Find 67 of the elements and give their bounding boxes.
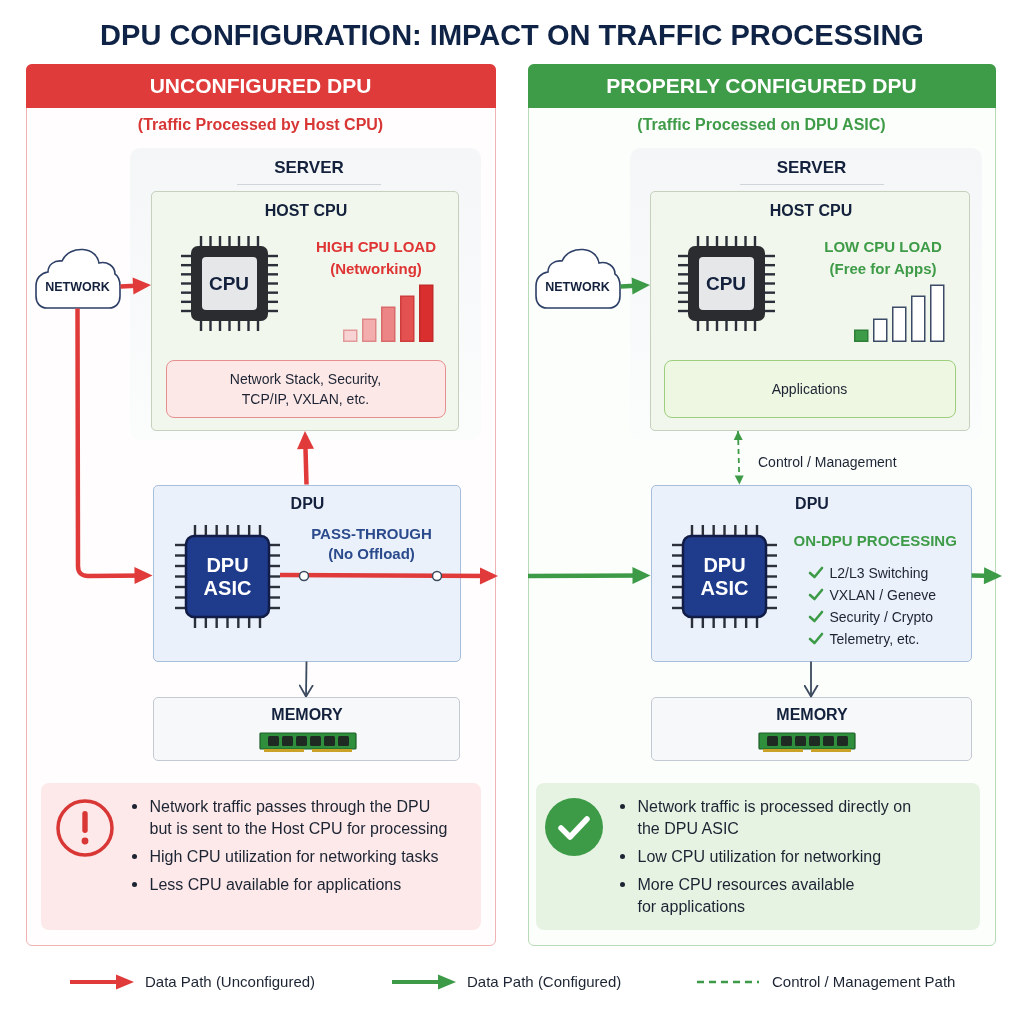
box-heading: MEMORY (776, 704, 848, 725)
box-heading: DPU (290, 493, 325, 514)
mode-label: PASS-THROUGH (No Offload) (310, 523, 433, 564)
memory-box (650, 696, 972, 761)
cloud-shape (534, 247, 621, 309)
asic-chip (672, 525, 777, 628)
cloud-label: NETWORK (545, 278, 610, 296)
chip-label: DPU ASIC (699, 553, 750, 600)
feature-item: L2/L3 Switching (829, 563, 929, 583)
feature-item: Security / Crypto (829, 607, 933, 627)
legend-label: Data Path (Configured) (467, 972, 622, 992)
arrow (803, 660, 819, 698)
chip-label: DPU ASIC (202, 553, 253, 600)
panel-card (528, 64, 996, 946)
box-heading: HOST CPU (264, 201, 348, 221)
arrow (120, 277, 151, 295)
cloud-label: NETWORK (45, 278, 110, 296)
summary-item: More CPU resources available for applications (637, 874, 856, 917)
section-label: SERVER (274, 157, 344, 178)
arrow (280, 567, 498, 585)
feature-item: VXLAN / Geneve (829, 585, 937, 605)
memory-box (152, 696, 460, 761)
panel-subtitle: (Traffic Processed by Host CPU) (137, 115, 384, 135)
cloud-shape (34, 247, 121, 309)
panel-subtitle: (Traffic Processed on DPU ASIC) (637, 115, 886, 135)
dpu-box (650, 484, 972, 662)
process-box (165, 359, 446, 418)
host-cpu-box (650, 191, 970, 431)
legend-label: Control / Management Path (772, 972, 956, 992)
panel-card (26, 64, 496, 946)
dpu-box (152, 484, 461, 662)
arrow (75, 308, 153, 585)
cpu-load-label: HIGH CPU LOAD (Networking) (315, 237, 437, 279)
box-heading: MEMORY (271, 704, 343, 725)
box-text: Network Stack, Security, TCP/IP, VXLAN, etc. (228, 369, 383, 409)
process-box (663, 359, 956, 418)
section-label: SERVER (776, 157, 847, 178)
summary-item: Low CPU utilization for networking (637, 846, 882, 867)
chip-label: CPU (705, 271, 747, 295)
legend-label: Data Path (Unconfigured) (145, 972, 316, 992)
summary-box (535, 782, 980, 930)
feature-item: Telemetry, etc. (829, 629, 920, 649)
arrow (297, 431, 314, 485)
summary-item: Less CPU available for applications (149, 874, 402, 895)
arrow (298, 660, 314, 698)
box-heading: HOST CPU (769, 201, 853, 221)
box-heading: DPU (795, 493, 829, 514)
diagram-title: DPU CONFIGURATION: IMPACT ON TRAFFIC PROCESSING (100, 18, 924, 53)
dashed-arrow (733, 430, 744, 486)
host-cpu-box (151, 191, 459, 431)
cpu-load-label: LOW CPU LOAD (Free for Apps) (823, 237, 943, 279)
summary-item: Network traffic passes through the DPU but is sent to the Host CPU for processing (149, 796, 449, 839)
arrow (528, 567, 651, 585)
summary-item: Network traffic is processed directly on the DPU ASIC (637, 796, 913, 839)
feature-heading: ON-DPU PROCESSING (793, 530, 957, 551)
cpu-chip (180, 235, 278, 331)
asic-chip (175, 525, 280, 628)
panel-header: PROPERLY CONFIGURED DPU (527, 63, 996, 108)
summary-box (40, 782, 481, 930)
arrow (620, 277, 650, 295)
server-area (129, 147, 481, 440)
summary-item: High CPU utilization for networking tasks (149, 846, 439, 867)
arrow (971, 567, 1002, 585)
panel-header: UNCONFIGURED DPU (25, 63, 496, 108)
cpu-chip (677, 235, 775, 331)
box-text: Applications (771, 379, 848, 399)
chip-label: CPU (208, 271, 250, 295)
